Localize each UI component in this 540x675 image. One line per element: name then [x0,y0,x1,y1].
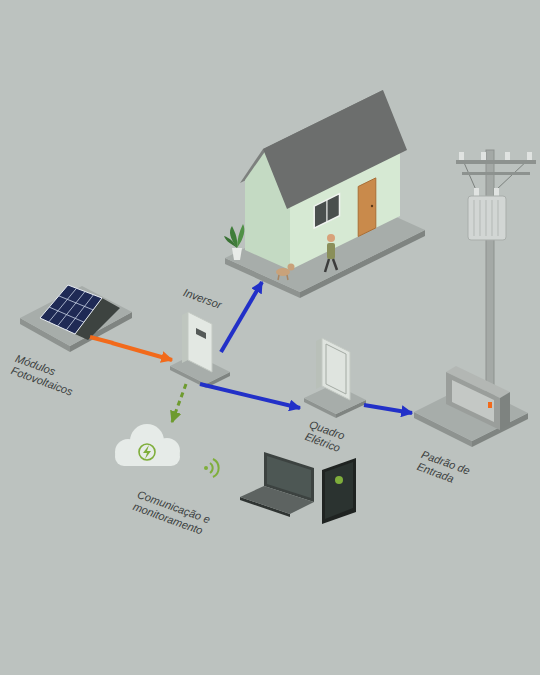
meter-cabinet [488,402,492,408]
meter-cabinet [414,366,528,447]
cloud-icon [143,445,151,459]
person [327,234,335,242]
house [240,90,407,270]
cloud-icon [115,424,180,466]
flow-arrow [172,384,186,422]
utility-pole [492,200,493,236]
house [263,90,407,209]
smartphone [325,462,353,519]
electric-panel [316,338,322,389]
wifi-icon [210,463,213,473]
wifi-icon [213,459,219,477]
utility-pole [480,200,481,236]
dog [278,275,279,280]
cloud-icon [139,444,155,460]
solar-panel [40,285,102,334]
house [371,205,373,207]
person [327,243,335,259]
inverter [188,312,212,372]
component-node: Quadro Elétrico [300,332,364,463]
person [325,259,329,272]
utility-pole [468,196,506,240]
utility-pole [462,172,530,175]
cloud-icon [115,448,180,466]
component-label: Padrão de Entrada [415,448,478,492]
solar-panel-platform [20,286,132,346]
dc-cable-stub [90,337,113,343]
utility-pole [505,152,510,160]
utility-pole [486,200,487,236]
dog [287,275,288,280]
smartphone [335,476,343,484]
electric-panel [326,344,346,394]
inverter [196,328,206,339]
solar-panel [40,285,102,334]
flow-arrow [364,405,412,413]
utility-pole [459,152,464,160]
inverter [170,312,230,388]
flow-arrow [112,343,172,360]
meter-cabinet [452,380,494,422]
house-feed-arrow [221,282,262,352]
plant [224,236,237,248]
plant [237,224,244,248]
wifi-icon [204,466,208,470]
utility-pole [527,152,532,160]
utility-pole [494,188,499,196]
utility-pole [481,152,486,160]
house [358,178,376,237]
component-node: Comunicação e monitoramento [106,422,232,546]
utility-pole [456,150,536,400]
dog [276,268,290,276]
smartphone [322,458,356,524]
laptop [240,486,314,514]
utility-pole [474,200,475,236]
meter-cabinet [446,372,500,430]
utility-pole [456,160,536,164]
electric-panel [304,338,366,418]
component-node: Padrão de Entrada [412,355,528,495]
plant [232,248,242,260]
smartphone [322,458,356,524]
utility-pole [474,188,479,196]
house [314,194,339,228]
wifi-icon [204,459,219,477]
dog [276,264,295,281]
person [333,259,337,270]
plant [224,224,244,260]
solar-panel [59,296,93,310]
component-label: Comunicação e monitoramento [131,488,224,543]
house [326,200,327,222]
component-label: Inversor [182,286,224,312]
component-label: Quadro Elétrico [303,418,359,460]
meter-cabinet [500,392,510,430]
solar-panel [49,307,84,322]
component-node: Inversor [172,286,230,384]
house-feed-arrow [221,282,262,352]
electric-panel [322,338,350,400]
laptop [240,452,314,517]
dc-cable-stub [90,337,113,343]
solar-panel [66,295,93,330]
person [325,234,337,272]
utility-pole [474,200,498,236]
inverter [182,312,188,363]
flow-arrow [200,384,300,408]
component-node: Módulos Fotovoltaicos [4,278,112,406]
utility-pole [498,200,499,236]
utility-pole [486,150,494,400]
dog [288,264,295,271]
component-label: Módulos Fotovoltaicos [9,352,86,401]
solar-panel [49,288,94,330]
